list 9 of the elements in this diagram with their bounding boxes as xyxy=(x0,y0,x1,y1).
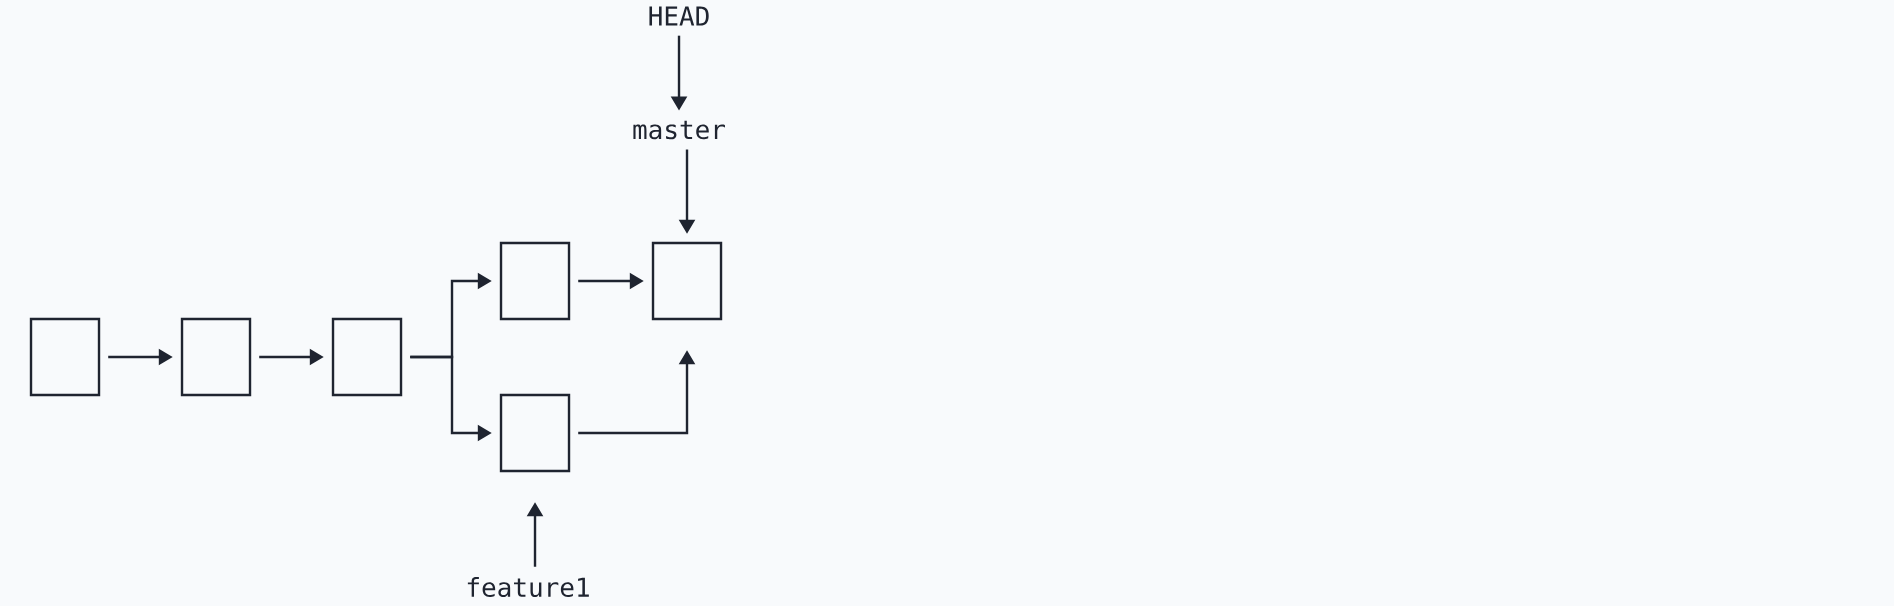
commit-box xyxy=(331,317,403,397)
branch-label: HEAD xyxy=(649,6,709,26)
branch-label: feature1 xyxy=(467,576,589,598)
commit-box xyxy=(29,317,101,397)
branch-label: master xyxy=(633,120,725,140)
commit-box xyxy=(651,241,723,321)
commit-box xyxy=(499,241,571,321)
commit-box xyxy=(499,393,571,473)
commit-box xyxy=(180,317,252,397)
